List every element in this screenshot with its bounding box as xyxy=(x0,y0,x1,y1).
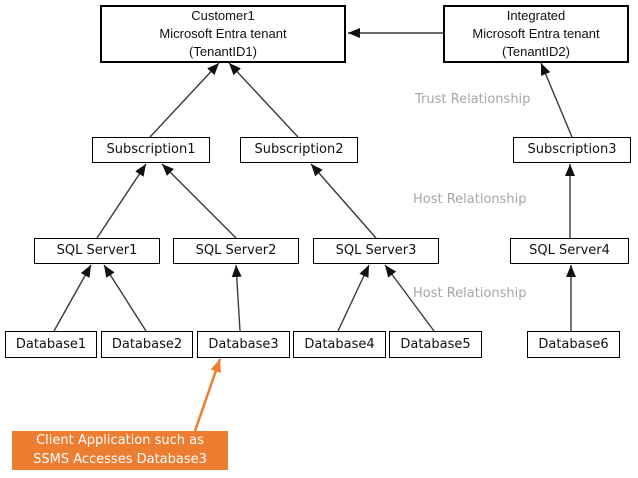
edge-subscription3-to-integrated xyxy=(540,62,573,138)
edge-database3-to-sqlserver2 xyxy=(231,264,242,332)
edge-sqlserver2-to-subscription1 xyxy=(161,163,237,239)
trust-relationship-label: Trust Relationship xyxy=(415,92,531,107)
node-subscription1: Subscription1 xyxy=(92,137,210,163)
node-subscription3: Subscription3 xyxy=(513,137,631,163)
node-subscription2: Subscription2 xyxy=(240,137,358,163)
host-relationship-label-bottom: Host Relationship xyxy=(413,286,527,301)
client-application-callout: Client Application such as SSMS Accesses… xyxy=(12,431,228,470)
edge-subscription1-to-customer1 xyxy=(149,62,220,138)
node-sqlserver4: SQL Server4 xyxy=(510,238,629,264)
node-customer1-tenant: Customer1 Microsoft Entra tenant (Tenant… xyxy=(100,5,346,63)
node-integrated-tenant: Integrated Microsoft Entra tenant (Tenan… xyxy=(443,5,629,63)
node-sqlserver1: SQL Server1 xyxy=(34,238,160,264)
edge-database1-to-sqlserver1 xyxy=(53,264,92,332)
edge-sqlserver3-to-subscription2 xyxy=(310,163,377,239)
edge-database2-to-sqlserver1 xyxy=(103,264,147,332)
node-database3: Database3 xyxy=(197,331,290,358)
node-database6: Database6 xyxy=(527,331,620,358)
edge-sqlserver1-to-subscription1 xyxy=(96,163,147,239)
edge-callout-to-database3 xyxy=(193,358,222,432)
edge-database4-to-sqlserver3 xyxy=(337,264,370,332)
node-sqlserver3: SQL Server3 xyxy=(313,238,439,264)
node-database5: Database5 xyxy=(389,331,482,358)
node-database4: Database4 xyxy=(293,331,386,358)
node-database1: Database1 xyxy=(5,331,97,358)
host-relationship-label-top: Host Relationship xyxy=(413,192,527,207)
node-sqlserver2: SQL Server2 xyxy=(173,238,299,264)
edge-subscription2-to-customer1 xyxy=(228,62,299,138)
node-database2: Database2 xyxy=(101,331,193,358)
